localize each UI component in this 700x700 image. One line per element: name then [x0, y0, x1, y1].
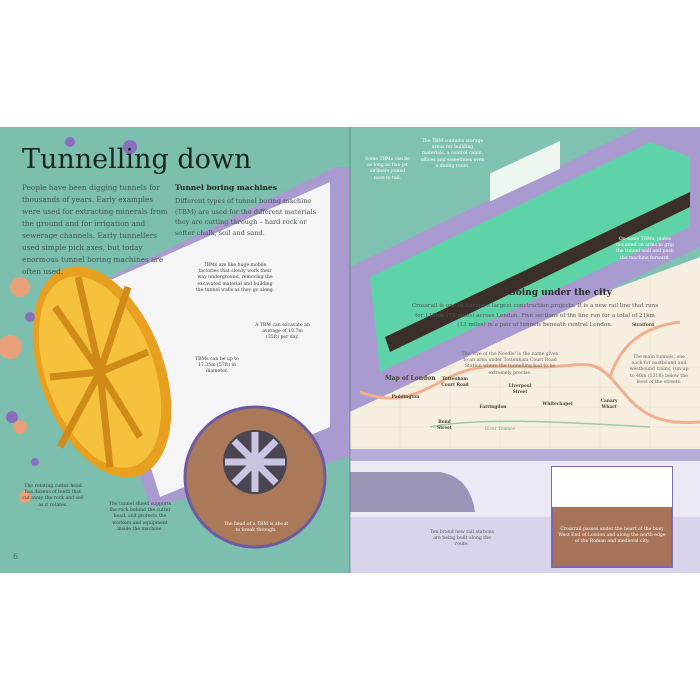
map-title: Map of London	[385, 375, 436, 382]
control-cabin	[490, 140, 560, 202]
map-station: Canary Wharf	[600, 399, 618, 410]
cutter-arms	[49, 276, 150, 468]
section-heading-city: Going under the city	[508, 288, 612, 298]
page-title: Tunnelling down	[22, 144, 252, 175]
caption-diameter: TBMs can be up to 17.35m (57ft) in diame…	[195, 357, 239, 375]
caption-break-through: The head of a TBM is about to break thro…	[223, 522, 289, 534]
map-station: Tottenham Court Road	[441, 377, 469, 388]
map-station: Paddington	[391, 395, 420, 400]
caption-main-tunnels: The main tunnels, one each for eastbound…	[629, 355, 689, 385]
river-thames	[429, 420, 651, 428]
section-heading: Tunnel boring machines	[175, 183, 277, 192]
caption-crossrail-passes: Crossrail passes under the heart of the …	[558, 527, 666, 545]
caption-plates: On some TBMs, plates mounted on arms to …	[616, 237, 674, 261]
caption-cutter-head: The rotating cutter head has dozens of t…	[22, 484, 84, 508]
caption-needle: The 'Eye of the Needle' is the name give…	[461, 352, 559, 376]
caption-stations: Ten brand new rail stations are being bu…	[430, 530, 494, 548]
page-number: 6	[13, 552, 19, 561]
conveyor	[385, 192, 690, 352]
crossrail-route	[359, 363, 700, 425]
map-station: Farringdon	[479, 405, 507, 410]
map-station: Bond Street	[437, 420, 452, 431]
caption-length: Some TBMs can be as long as two jet airl…	[365, 157, 410, 181]
section-text-city: Crossrail is one of Europe's largest con…	[411, 303, 659, 328]
map-station: Liverpool Street	[508, 384, 532, 395]
book-spread: Tunnelling down People have been digging…	[0, 127, 700, 573]
map-station: Stratford	[631, 323, 655, 328]
intro-paragraph: People have been digging tunnels for tho…	[22, 183, 168, 276]
train	[350, 472, 475, 512]
caption-storage: The TBM contains storage areas for build…	[420, 139, 485, 169]
caption-excavate: A TBM can excavate an average of 10.7m (…	[255, 323, 310, 341]
map-river-label: River Thames	[484, 427, 516, 432]
rocks	[0, 277, 31, 503]
section-text: Different types of tunnel boring machine…	[175, 197, 317, 237]
caption-shield: The tunnel shield supports the rock behi…	[108, 502, 172, 532]
caption-factories: TBMs are like huge mobile factories that…	[195, 263, 275, 293]
map-station: Whitechapel	[542, 402, 573, 407]
tunnel-illustration	[0, 127, 700, 573]
